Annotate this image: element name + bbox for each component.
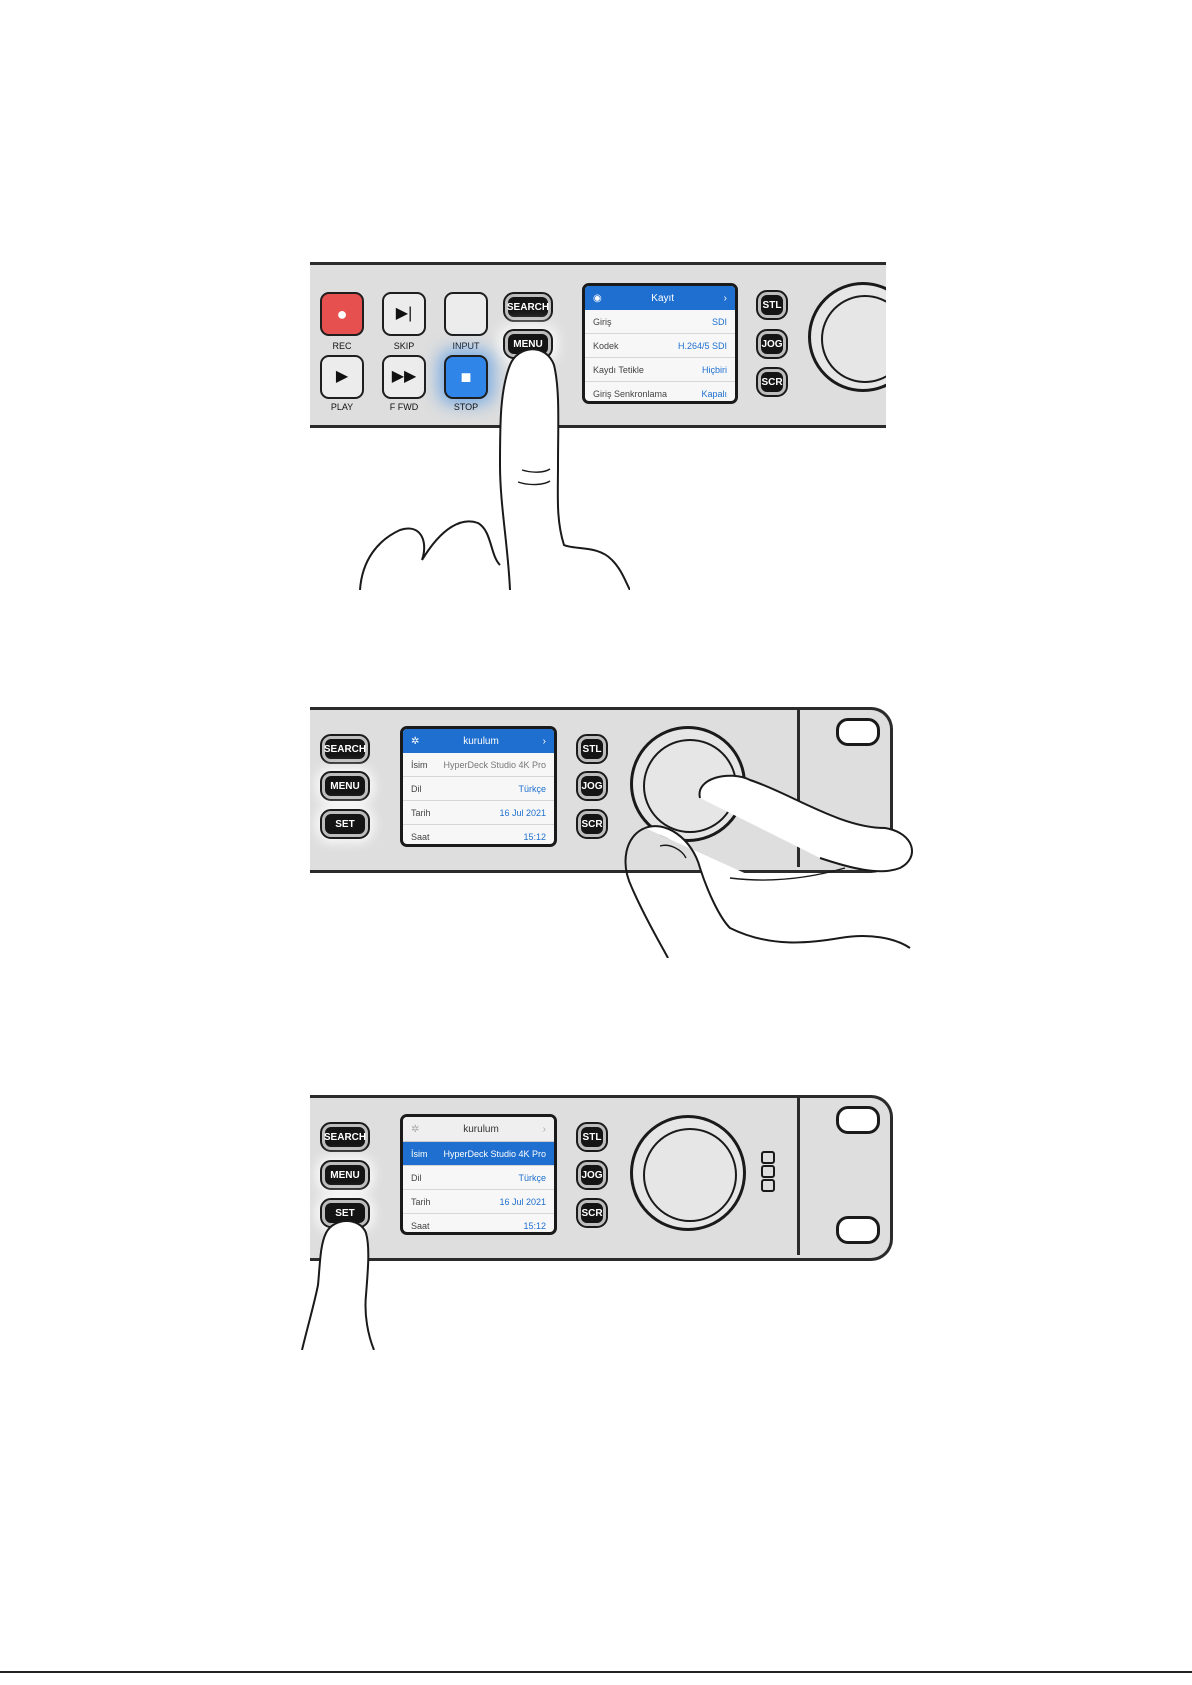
row-value: Hiçbiri — [701, 364, 727, 375]
row-label: Dil — [411, 783, 422, 794]
row-value: HyperDeck Studio 4K Pro — [443, 759, 546, 770]
jog-button[interactable]: JOG — [576, 771, 608, 801]
row-label: Giriş Senkronlama — [593, 388, 668, 399]
row-value: 15:12 — [523, 831, 546, 842]
row-value: 16 Jul 2021 — [499, 1196, 546, 1207]
row-label: Dil — [411, 1172, 422, 1183]
row-value: SDI — [711, 316, 727, 327]
row-value: 15:12 — [523, 1220, 546, 1231]
lcd-row: Tarih 16 Jul 2021 — [403, 801, 554, 825]
play-icon: ▶ — [335, 368, 349, 385]
play-label: PLAY — [330, 402, 354, 412]
menu-button[interactable]: MENU — [320, 771, 370, 801]
stop-button[interactable]: ■ — [444, 355, 488, 399]
rec-label: REC — [332, 341, 352, 351]
row-label: Tarih — [411, 807, 431, 818]
gear-icon: ✲ — [411, 735, 420, 747]
lcd-row: Giriş SDI — [585, 310, 735, 334]
lcd-row: İsim HyperDeck Studio 4K Pro — [403, 753, 554, 777]
gear-icon: ✲ — [411, 1123, 420, 1135]
chevron-right-icon: › — [723, 292, 727, 304]
lcd-row: Tarih 16 Jul 2021 — [403, 1190, 554, 1214]
rack-mount-hole — [836, 1106, 880, 1134]
scr-button[interactable]: SCR — [576, 1198, 608, 1228]
lcd-title: kurulum — [463, 735, 499, 747]
stop-label: STOP — [453, 402, 479, 412]
stop-icon: ■ — [460, 367, 472, 387]
record-settings-icon: ◉ — [593, 292, 602, 304]
lcd-row-selected: İsim HyperDeck Studio 4K Pro — [403, 1142, 554, 1166]
lcd-row: Giriş Senkronlama Kapalı — [585, 382, 735, 401]
jog-button[interactable]: JOG — [756, 329, 788, 359]
rack-mount-hole — [836, 718, 880, 746]
skip-label: SKIP — [393, 341, 415, 351]
rec-button[interactable]: ● — [320, 292, 364, 336]
skip-icon: ▶| — [395, 305, 413, 322]
ffwd-label: F FWD — [389, 402, 419, 412]
row-label: İsim — [411, 1148, 428, 1159]
jog-button[interactable]: JOG — [576, 1160, 608, 1190]
lcd-header: ◉ Kayıt › — [585, 286, 735, 310]
search-button[interactable]: SEARCH — [320, 1122, 370, 1152]
lcd-header: ✲ kurulum › — [403, 729, 554, 753]
menu-button[interactable]: MENU — [320, 1160, 370, 1190]
hand-turning-knob-illustration — [624, 774, 913, 958]
lcd-screen: ◉ Kayıt › Giriş SDI Kodek H.264/5 SDI Kayd… — [582, 283, 738, 404]
search-button[interactable]: SEARCH — [503, 292, 553, 322]
row-value: Türkçe — [518, 1172, 546, 1183]
row-label: Saat — [411, 1220, 430, 1231]
pointing-finger-illustration — [359, 348, 630, 590]
input-button[interactable] — [444, 292, 488, 336]
lcd-title: kurulum — [463, 1123, 499, 1135]
play-button[interactable]: ▶ — [320, 355, 364, 399]
rack-ear — [797, 707, 800, 867]
lcd-title: Kayıt — [651, 292, 675, 304]
jog-wheel[interactable] — [808, 282, 886, 392]
search-button[interactable]: SEARCH — [320, 734, 370, 764]
set-button[interactable]: SET — [320, 809, 370, 839]
status-indicator — [761, 1179, 775, 1192]
lcd-row: Dil Türkçe — [403, 1166, 554, 1190]
lcd-header: ✲ kurulum › — [403, 1117, 554, 1142]
row-label: Kodek — [593, 340, 619, 351]
record-icon: ● — [336, 304, 348, 324]
row-label: Kaydı Tetikle — [593, 364, 644, 375]
input-label: INPUT — [452, 341, 480, 351]
row-value: Türkçe — [518, 783, 546, 794]
stl-button[interactable]: STL — [576, 734, 608, 764]
jog-wheel[interactable] — [630, 1115, 746, 1231]
jog-wheel-inner-ring — [643, 1128, 737, 1222]
status-indicator — [761, 1165, 775, 1178]
lcd-row: Saat 15:12 — [403, 1214, 554, 1232]
fast-forward-icon: ▶▶ — [391, 368, 417, 385]
skip-button[interactable]: ▶| — [382, 292, 426, 336]
rack-ear — [797, 1095, 800, 1255]
row-label: Giriş — [593, 316, 612, 327]
page-footer-rule — [0, 1671, 1192, 1673]
row-value: H.264/5 SDI — [677, 340, 727, 351]
row-value: 16 Jul 2021 — [499, 807, 546, 818]
jog-wheel-inner-ring — [821, 295, 886, 383]
status-indicator — [761, 1151, 775, 1164]
row-label: İsim — [411, 759, 428, 770]
chevron-right-icon: › — [542, 735, 546, 747]
row-value: Kapalı — [701, 388, 727, 399]
scr-button[interactable]: SCR — [576, 809, 608, 839]
pointing-finger-illustration — [301, 1220, 375, 1350]
row-value: HyperDeck Studio 4K Pro — [443, 1148, 546, 1159]
lcd-row: Kodek H.264/5 SDI — [585, 334, 735, 358]
row-label: Saat — [411, 831, 430, 842]
stl-button[interactable]: STL — [756, 290, 788, 320]
stl-button[interactable]: STL — [576, 1122, 608, 1152]
rack-mount-hole — [836, 1216, 880, 1244]
scr-button[interactable]: SCR — [756, 367, 788, 397]
lcd-row: Saat 15:12 — [403, 825, 554, 844]
lcd-row: Kaydı Tetikle Hiçbiri — [585, 358, 735, 382]
ffwd-button[interactable]: ▶▶ — [382, 355, 426, 399]
row-label: Tarih — [411, 1196, 431, 1207]
chevron-right-icon: › — [542, 1123, 546, 1135]
lcd-row: Dil Türkçe — [403, 777, 554, 801]
